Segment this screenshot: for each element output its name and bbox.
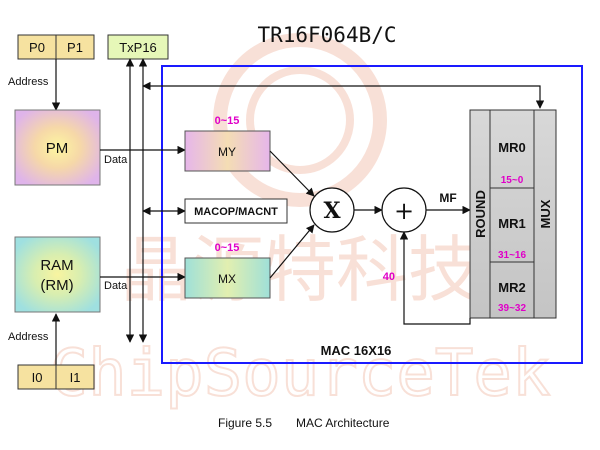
ram-label-line1: RAM xyxy=(40,257,73,274)
watermark-english: ChipSourceTek xyxy=(50,337,551,411)
multiplier-symbol: X xyxy=(323,198,341,224)
port-p0 xyxy=(17,34,57,60)
mux-column xyxy=(533,109,557,319)
txp16-label: TxP16 xyxy=(119,40,157,55)
port-p0-label: P0 xyxy=(29,40,45,55)
ram-block xyxy=(14,236,101,313)
mux-label: MUX xyxy=(538,199,553,228)
mr2-label: MR2 xyxy=(498,280,525,295)
top-port-group: P0 P1 xyxy=(17,34,95,60)
port-p1-label: P1 xyxy=(67,40,83,55)
port-p1 xyxy=(55,34,95,60)
feedback-bit-width: 40 xyxy=(383,271,395,283)
chip-title: TR16F064B/C xyxy=(257,23,396,47)
data-label-pm: Data xyxy=(104,154,128,166)
mx-to-multiplier-arrow xyxy=(269,224,315,279)
mr2-bit-range: 39~32 xyxy=(498,303,527,314)
figure-caption-number: Figure 5.5 xyxy=(218,416,272,430)
address-label-bottom: Address xyxy=(8,331,49,343)
mf-label: MF xyxy=(439,191,456,205)
port-i0 xyxy=(17,364,57,390)
my-bit-range: 0~15 xyxy=(215,115,240,127)
txp16-block xyxy=(107,34,169,60)
macop-macnt-label: MACOP/MACNT xyxy=(194,206,278,218)
mx-register xyxy=(184,257,271,299)
mx-label: MX xyxy=(218,272,236,286)
port-i0-label: I0 xyxy=(32,370,43,385)
mx-bit-range: 0~15 xyxy=(215,242,240,254)
pm-block xyxy=(14,109,101,186)
my-register xyxy=(184,130,271,172)
ram-label-line2: (RM) xyxy=(40,277,73,294)
pm-label: PM xyxy=(46,140,69,157)
mr-register-stack xyxy=(489,109,535,319)
macop-macnt-block xyxy=(184,198,288,224)
watermark-chinese: 晶源特科技 xyxy=(120,228,480,312)
data-label-ram: Data xyxy=(104,280,128,292)
address-label-top: Address xyxy=(8,76,49,88)
round-label: ROUND xyxy=(473,190,488,238)
mac-unit-label: MAC 16X16 xyxy=(321,343,392,358)
figure-caption-text: MAC Architecture xyxy=(296,416,390,430)
feedback-arrow xyxy=(399,231,471,325)
bottom-port-group: I0 I1 xyxy=(17,364,95,390)
mr1-label: MR1 xyxy=(498,216,525,231)
bus-to-mux xyxy=(142,81,545,109)
port-i1-label: I1 xyxy=(70,370,81,385)
adder-symbol: + xyxy=(394,197,414,225)
my-to-multiplier-arrow xyxy=(269,150,315,197)
port-i1 xyxy=(55,364,95,390)
mr1-bit-range: 31~16 xyxy=(498,250,527,261)
mr0-bit-range: 15~0 xyxy=(501,175,524,186)
my-label: MY xyxy=(218,145,236,159)
mr0-label: MR0 xyxy=(498,140,525,155)
